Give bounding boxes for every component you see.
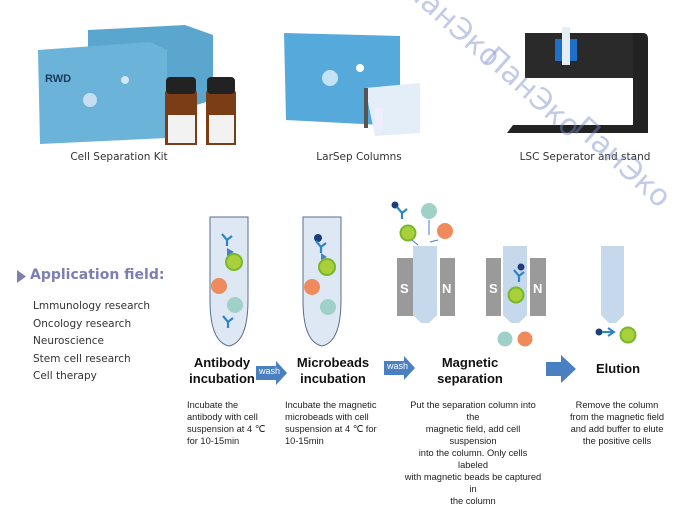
product-caption: LSC Seperator and stand — [519, 151, 651, 163]
magnet-n-label: N — [442, 281, 451, 296]
application-field-heading: Application field: — [30, 267, 165, 283]
product-caption: Cell Separation Kit — [70, 151, 168, 163]
application-item: Stem cell research — [33, 352, 131, 365]
lsc-separator-stand-image — [507, 27, 648, 133]
wash-label: wash — [387, 361, 409, 371]
magnet-s-label: S — [489, 281, 498, 296]
workflow-diagram: S N S N — [209, 201, 637, 347]
cell-separation-kit-image: RWD — [38, 25, 236, 145]
magnet-s-label: S — [400, 281, 409, 296]
application-item: Neuroscience — [33, 335, 104, 347]
wash-arrow-icon: wash — [384, 356, 416, 380]
application-item: Oncology research — [33, 317, 132, 330]
wash-label: wash — [259, 366, 281, 376]
application-item: Cell therapy — [33, 370, 97, 382]
bullet-triangle-icon — [17, 270, 26, 283]
arrow-right-icon — [546, 355, 576, 383]
product-caption: LarSep Columns — [316, 151, 402, 163]
tube-icon — [209, 216, 249, 347]
application-list: Lmmunology research Oncology research Ne… — [33, 298, 150, 386]
magnet-n-label: N — [533, 281, 542, 296]
svg-text:RWD: RWD — [45, 73, 71, 85]
wash-arrow-icon: wash — [256, 361, 288, 385]
step-title-elution: Elution — [595, 361, 641, 376]
larsep-columns-image — [284, 33, 420, 136]
application-item: Lmmunology research — [33, 300, 151, 312]
